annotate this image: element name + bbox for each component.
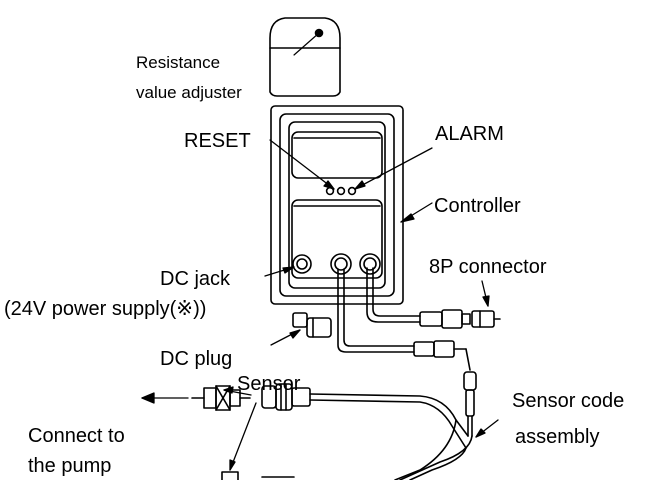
indicator-led — [336, 186, 346, 196]
pump-fitting — [191, 385, 251, 411]
connector-8p-label: 8P connector — [429, 256, 547, 278]
dc-jack — [292, 254, 312, 274]
resistance-label-line1: Resistance — [136, 53, 221, 72]
controller-cables — [337, 267, 421, 353]
connect-label-line2: the pump — [28, 455, 112, 477]
sensor-code-label-line2: assembly — [515, 426, 600, 448]
dc-plug-label: DC plug — [160, 348, 233, 370]
dc-plug — [292, 312, 332, 338]
connect-label-line1: Connect to — [28, 425, 125, 447]
sensor-code-label-line1: Sensor code — [512, 390, 625, 412]
sensor-label: Sensor — [237, 373, 301, 395]
sensor-port — [330, 253, 352, 275]
alarm-led — [347, 186, 357, 196]
reset-label: RESET — [184, 130, 251, 152]
resistance-value-adjuster — [269, 17, 341, 97]
sensor-head — [261, 383, 311, 411]
connector-8p — [419, 309, 501, 329]
resistance-label-line2: value adjuster — [136, 83, 242, 102]
connector-port — [359, 253, 381, 275]
lower-connector-partial — [221, 471, 295, 480]
controller-label: Controller — [434, 195, 521, 217]
power-supply-label: (24V power supply(※)) — [4, 298, 207, 320]
alarm-label: ALARM — [435, 123, 504, 145]
sensor-cable — [309, 393, 473, 480]
sensor-code-connector — [413, 340, 477, 437]
controller-body — [270, 105, 404, 305]
arrows — [141, 139, 499, 471]
dc-jack-label: DC jack — [160, 268, 231, 290]
